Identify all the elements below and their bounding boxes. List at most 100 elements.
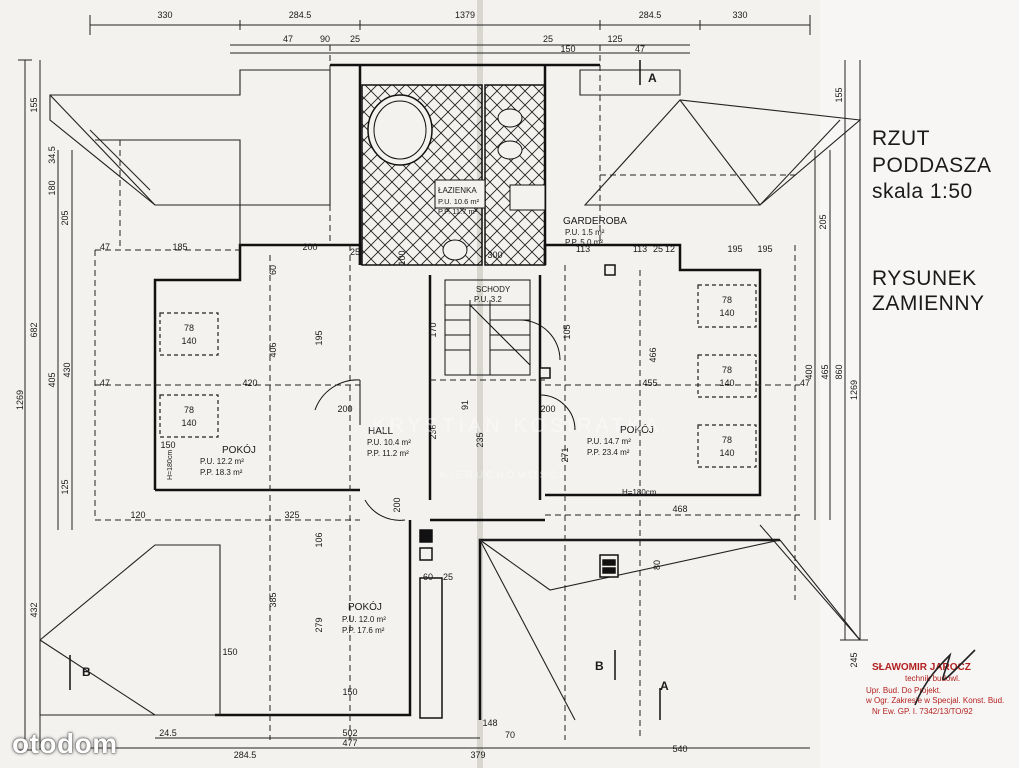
title-line-3: skala 1:50 (872, 180, 973, 203)
dim-inner: 25 (653, 244, 663, 254)
dim-inner: 113 (576, 244, 590, 254)
room-hall-pu: P.U. 10.4 m² (367, 438, 411, 447)
dim-top2-7: 47 (635, 44, 645, 54)
dim-right-6: 1269 (849, 380, 859, 400)
dim-bottom-9: 540 (672, 744, 687, 754)
dim-bottom-7: 70 (505, 730, 515, 740)
dim-inner: 420 (242, 378, 257, 388)
room-pokoj-bottom-pu: P.U. 12.0 m² (342, 615, 386, 624)
stamp-name: SŁAWOMIR JAROCZ (872, 662, 971, 673)
dim-left-10: 432 (29, 602, 39, 617)
dim-bottom-1: 24.5 (159, 728, 177, 738)
section-a-bottom: A (660, 679, 669, 693)
dim-bottom-2: 284.5 (234, 750, 257, 760)
room-pokoj-right-height: H=180cm (622, 488, 657, 497)
watermark: KRYSTIAN KOSIRATKA NIERUCHOMOŚCI (372, 415, 662, 481)
room-pokoj-left-pu: P.U. 12.2 m² (200, 457, 244, 466)
room-pokoj-left-name: POKÓJ (222, 443, 256, 456)
stamp-line-3: Upr. Bud. Do Projekt. (866, 686, 941, 695)
dim-bottom-3: 477 (342, 738, 357, 748)
room-pokoj-left-pp: P.P. 18.3 m² (200, 468, 243, 477)
room-hall-pp: P.P. 11.2 m² (367, 449, 409, 458)
dim-inner: 195 (314, 330, 324, 345)
dim-inner: 468 (672, 504, 687, 514)
dim-inner: 47 (100, 242, 110, 252)
dim-left-9: 125 (60, 479, 70, 494)
window-3-height: 140 (719, 308, 734, 318)
dim-left-8: 430 (62, 362, 72, 377)
dim-inner: 235 (475, 432, 485, 447)
dim-left-5: 682 (29, 322, 39, 337)
dim-inner: 100 (397, 250, 407, 265)
room-pokoj-right-pp: P.P. 23.4 m² (587, 448, 630, 457)
dim-right-2: 205 (818, 214, 828, 229)
dim-inner: 150 (160, 440, 175, 450)
dim-bottom-4: 502 (342, 728, 357, 738)
dim-top2-4: 150 (560, 44, 575, 54)
room-pokoj-bottom-name: POKÓJ (348, 600, 382, 613)
room-garderoba-pp: P.P. 5.0 m² (565, 238, 603, 247)
window-4-height: 140 (719, 378, 734, 388)
room-lazienka-name: ŁAZIENKA (438, 186, 477, 195)
dim-right-4: 465 (820, 364, 830, 379)
window-2-height: 140 (181, 418, 196, 428)
dim-inner: 279 (314, 617, 324, 632)
dim-inner: 113 (633, 244, 647, 254)
dim-inner: 12 (665, 244, 675, 254)
dim-inner: 185 (172, 242, 187, 252)
dim-right-3: 400 (804, 364, 814, 379)
dim-inner: 60 (423, 572, 433, 582)
section-b-left: B (82, 665, 91, 679)
dim-bottom-6: 148 (482, 718, 497, 728)
dim-inner: 455 (642, 378, 657, 388)
dim-left-2: 34.5 (47, 146, 57, 164)
brand-logo: otodom (12, 728, 118, 759)
dim-top2-2: 90 (320, 34, 330, 44)
dim-inner: 300 (487, 250, 502, 260)
dim-left-6: 1269 (15, 390, 25, 410)
room-garderoba-name: GARDEROBA (563, 216, 627, 227)
room-pokoj-right-pu: P.U. 14.7 m² (587, 437, 631, 446)
note-line-1: RYSUNEK (872, 267, 977, 290)
dim-inner: 25 (443, 572, 453, 582)
dim-inner: 150 (222, 647, 237, 657)
dim-right-5: 860 (834, 364, 844, 379)
dim-inner: 195 (727, 244, 742, 254)
dim-bottom-5: 150 (342, 687, 357, 697)
window-2-width: 78 (184, 405, 194, 415)
dim-inner: 195 (757, 244, 772, 254)
dim-right-7: 245 (849, 652, 859, 667)
title-line-2: PODDASZA (872, 154, 992, 177)
room-pokoj-right-name: POKÓJ (620, 423, 654, 436)
stamp-line-5: Nr Ew. GP. I. 7342/13/TO/92 (872, 707, 973, 716)
dim-inner: 106 (314, 532, 324, 547)
dim-inner: 47 (100, 378, 110, 388)
dim-inner: 25 (350, 247, 360, 257)
dim-top2-6: 125 (607, 34, 622, 44)
dim-top-3: 1379 (455, 10, 475, 20)
dim-inner: 60 (268, 265, 278, 275)
window-1-height: 140 (181, 336, 196, 346)
watermark-main: KRYSTIAN KOSIRATKA (372, 415, 662, 437)
dim-inner: 105 (562, 324, 572, 339)
dim-inner: 120 (130, 510, 145, 520)
dim-inner: 80 (652, 560, 662, 570)
window-5-height: 140 (719, 448, 734, 458)
dim-inner: 466 (648, 347, 658, 362)
dim-inner: 91 (460, 400, 470, 410)
room-pokoj-bottom-pp: P.P. 17.6 m² (342, 626, 385, 635)
dim-right-1: 155 (834, 87, 844, 102)
room-schody-pu: P.U. 3.2 (474, 295, 502, 304)
title-line-1: RZUT (872, 127, 930, 150)
room-hall-name: HALL (368, 426, 393, 437)
dim-inner: 200 (540, 404, 555, 414)
dim-inner: 385 (268, 592, 278, 607)
dim-inner: 271 (560, 447, 570, 462)
dim-left-1: 155 (29, 97, 39, 112)
window-3-width: 78 (722, 295, 732, 305)
dim-top2-1: 47 (283, 34, 293, 44)
dim-top2-5: 25 (543, 34, 553, 44)
dim-inner: 200 (392, 497, 402, 512)
dim-left-7: 405 (47, 372, 57, 387)
